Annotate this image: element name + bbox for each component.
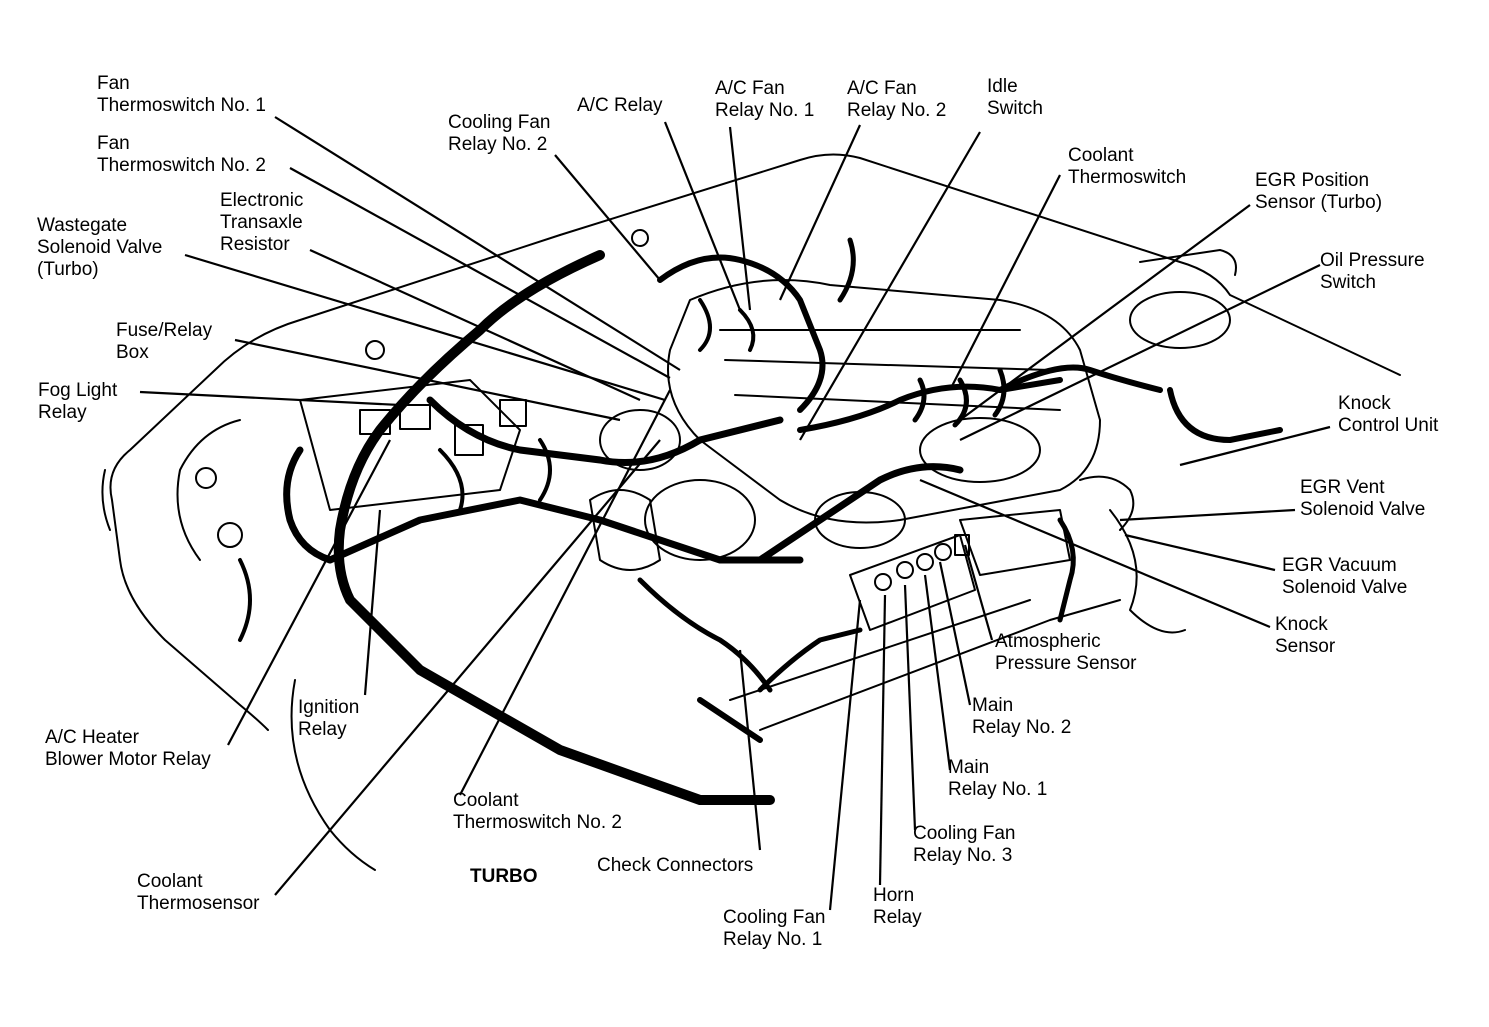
label-cooling-fan-relay-1: Cooling Fan Relay No. 1 bbox=[723, 907, 826, 950]
leader-lines bbox=[139, 116, 1331, 911]
wiring-harness bbox=[238, 237, 1283, 805]
label-fuse-relay-box: Fuse/Relay Box bbox=[116, 320, 213, 363]
label-egr-vacuum-solenoid-valve: EGR Vacuum Solenoid Valve bbox=[1282, 555, 1408, 598]
label-fan-thermoswitch-2: Fan Thermoswitch No. 2 bbox=[97, 133, 266, 176]
label-main-relay-1: Main Relay No. 1 bbox=[948, 757, 1048, 800]
label-cooling-fan-relay-3: Cooling Fan Relay No. 3 bbox=[913, 823, 1016, 866]
label-ac-heater-blower-motor-relay: A/C Heater Blower Motor Relay bbox=[45, 727, 211, 770]
label-egr-vent-solenoid-valve: EGR Vent Solenoid Valve bbox=[1300, 477, 1426, 520]
label-cooling-fan-relay-2: Cooling Fan Relay No. 2 bbox=[448, 112, 551, 155]
label-atmospheric-pressure-sensor: Atmospheric Pressure Sensor bbox=[995, 631, 1137, 674]
label-idle-switch: Idle Switch bbox=[987, 76, 1043, 119]
label-check-connectors: Check Connectors bbox=[597, 855, 754, 876]
label-ignition-relay: Ignition Relay bbox=[298, 697, 360, 740]
label-horn-relay: Horn Relay bbox=[873, 885, 922, 928]
variant-label: TURBO bbox=[470, 866, 538, 887]
label-oil-pressure-switch: Oil Pressure Switch bbox=[1320, 250, 1425, 293]
label-fan-thermoswitch-1: Fan Thermoswitch No. 1 bbox=[97, 73, 266, 116]
label-coolant-thermoswitch: Coolant Thermoswitch bbox=[1068, 145, 1187, 188]
label-ac-fan-relay-2: A/C Fan Relay No. 2 bbox=[847, 78, 947, 121]
label-knock-control-unit: Knock Control Unit bbox=[1338, 393, 1439, 436]
label-coolant-thermosensor: Coolant Thermosensor bbox=[137, 871, 260, 914]
engine-block bbox=[589, 279, 1231, 576]
label-ac-fan-relay-1: A/C Fan Relay No. 1 bbox=[715, 78, 815, 121]
label-main-relay-2: Main Relay No. 2 bbox=[972, 695, 1072, 738]
label-coolant-thermoswitch-2: Coolant Thermoswitch No. 2 bbox=[453, 790, 622, 833]
label-ac-relay: A/C Relay bbox=[577, 95, 663, 116]
label-egr-position-sensor: EGR Position Sensor (Turbo) bbox=[1255, 170, 1383, 213]
label-electronic-transaxle-resistor: Electronic Transaxle Resistor bbox=[220, 190, 304, 255]
relay-block bbox=[849, 534, 976, 631]
label-knock-sensor: Knock Sensor bbox=[1275, 614, 1336, 657]
label-wastegate-solenoid-valve: Wastegate Solenoid Valve (Turbo) bbox=[37, 215, 163, 280]
label-fog-light-relay: Fog Light Relay bbox=[38, 380, 118, 423]
